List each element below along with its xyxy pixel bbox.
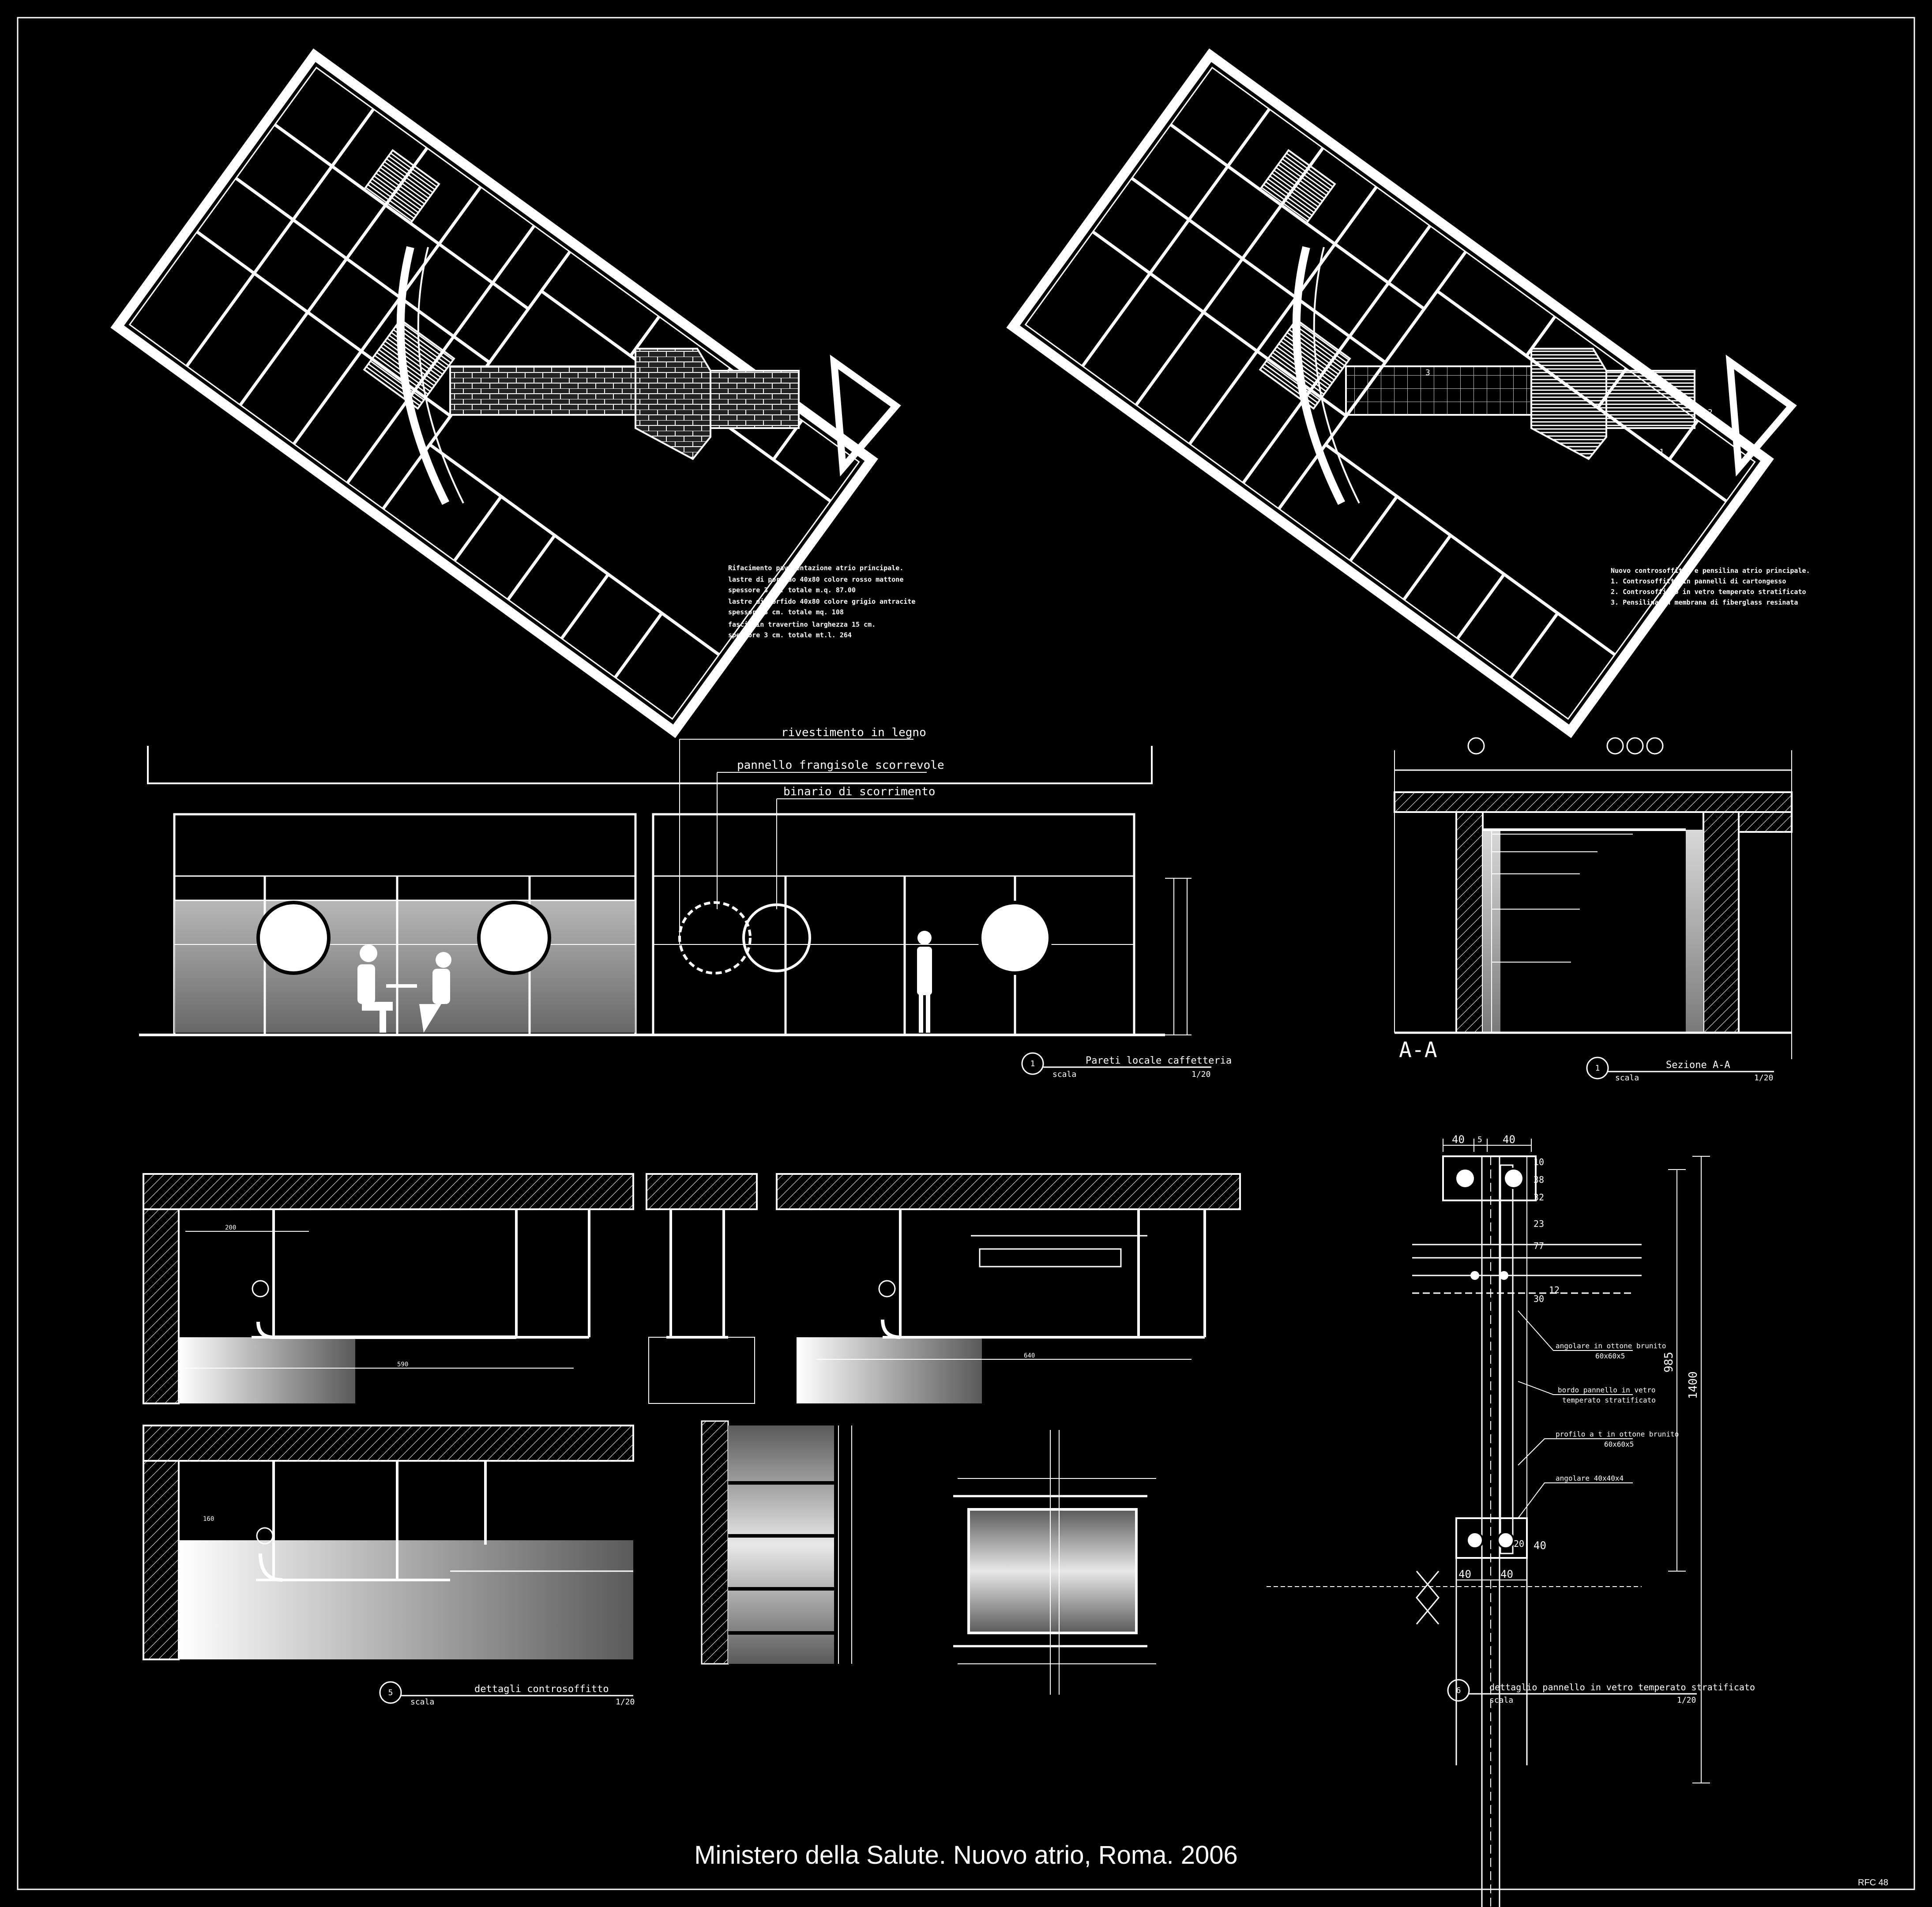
plan-left-note: fascia in travertino larghezza 15 cm.	[728, 621, 876, 628]
plan-right-notes: Nuovo controsoffitto e pensilina atrio p…	[1611, 567, 1810, 606]
plan-left-note: spessore 3 cm. totale mq. 108	[728, 608, 844, 616]
glass-callout: profilo a t in ottone brunito	[1556, 1430, 1679, 1438]
glass-callout: 60x60x5	[1595, 1352, 1625, 1360]
elevation-callout: pannello frangisole scorrevole	[737, 759, 944, 772]
dimension-label: 12	[1549, 1285, 1560, 1295]
plan-marker: 3	[1425, 368, 1430, 377]
dimension-label: 40	[1458, 1568, 1471, 1580]
glass-callout: angolare in ottone brunito	[1556, 1342, 1666, 1350]
sheet-frame	[17, 17, 1915, 1890]
elevation-callout: rivestimento in legno	[781, 726, 926, 739]
dimension-label: 10	[1534, 1157, 1544, 1167]
dimension-label: 40	[1500, 1568, 1513, 1580]
ceiling-details: 200 590 640 160	[143, 1173, 1241, 1695]
elevation-callout: binario di scorrimento	[783, 785, 935, 798]
plan-right-note: 3. Pensilina in membrana di fiberglass r…	[1611, 598, 1798, 606]
glass-callout: temperato stratificato	[1562, 1396, 1656, 1404]
plan-marker: 2	[1708, 408, 1713, 417]
drawing-title: dettaglio pannello in vetro temperato st…	[1489, 1682, 1755, 1693]
elevation-title-block: 1 Pareti locale caffetteria scala 1/20	[1021, 1052, 1232, 1079]
scale-label: scala	[1052, 1070, 1076, 1079]
dimension-label: 38	[1534, 1174, 1544, 1185]
drawing-number: 5	[388, 1688, 393, 1697]
dimension-label: 985	[1662, 1352, 1676, 1373]
floor-plan-right: 3 2 1	[1006, 48, 1797, 738]
plan-left-notes: Rifacimento pavimentazione atrio princip…	[728, 564, 915, 639]
glass-callout: 60x60x5	[1604, 1440, 1634, 1448]
scale-value: 1/20	[1192, 1070, 1210, 1079]
dimension-label: 30	[1534, 1294, 1544, 1304]
glass-callout: angolare 40x40x4	[1556, 1474, 1624, 1482]
scale-label: scala	[1489, 1696, 1513, 1705]
drawing-number: 1	[1030, 1059, 1035, 1068]
dimension-label: 640	[1024, 1352, 1035, 1359]
plan-right-note: 2. Controsoffitto in vetro temperato str…	[1611, 588, 1806, 596]
dimension-label: 77	[1534, 1241, 1544, 1251]
scale-label: scala	[410, 1697, 434, 1707]
section-label: A-A	[1399, 1038, 1437, 1062]
plan-right-note: Nuovo controsoffitto e pensilina atrio p…	[1611, 567, 1810, 575]
dimension-label: 32	[1534, 1192, 1544, 1203]
dimension-label: 40	[1452, 1133, 1465, 1146]
side-dimensions: 10 38 32 23 77 30 12 20 40	[1514, 1157, 1560, 1552]
dimension-label: 590	[397, 1361, 408, 1368]
scale-value: 1/20	[616, 1697, 635, 1707]
scale-label: scala	[1615, 1073, 1639, 1083]
dimension-label: 23	[1534, 1219, 1544, 1229]
ceiling-title-block: 5 dettagli controsoffitto scala 1/20	[379, 1681, 635, 1707]
drawing-title: Sezione A-A	[1666, 1060, 1730, 1071]
plan-left-note: lastre di porfido 40x80 colore grigio an…	[728, 598, 915, 606]
scale-value: 1/20	[1754, 1073, 1773, 1083]
glass-title-block: 6 dettaglio pannello in vetro temperato …	[1447, 1679, 1755, 1705]
dimension-label: 160	[203, 1516, 214, 1523]
dimension-label: 40	[1534, 1539, 1546, 1552]
plan-right-note: 1. Controsoffitto in pannelli di cartong…	[1611, 577, 1786, 585]
glass-panel-detail: 40 5 40 40 40 10 38 32 23 77 30 12 20 40…	[1267, 1133, 1710, 1907]
dimension-label: 40	[1503, 1133, 1515, 1146]
sheet-code: RFC 48	[1858, 1878, 1888, 1888]
section-title-block: 1 Sezione A-A scala 1/20	[1586, 1057, 1774, 1083]
sheet-title: Ministero della Salute. Nuovo atrio, Rom…	[694, 1841, 1238, 1869]
scale-value: 1/20	[1677, 1696, 1696, 1705]
dimension-label: 20	[1514, 1538, 1524, 1549]
elevation-cafeteria: rivestimento in legno pannello frangisol…	[139, 726, 1192, 1036]
plan-left-note: lastre di porfido 40x80 colore rosso mat…	[728, 575, 903, 583]
drawing-number: 1	[1595, 1064, 1600, 1073]
drawing-title: dettagli controsoffitto	[474, 1684, 609, 1695]
plan-left-note: Rifacimento pavimentazione atrio princip…	[728, 564, 903, 572]
plan-left-note: spessore 3 cm. totale mt.l. 264	[728, 631, 852, 639]
drawing-number: 6	[1456, 1686, 1461, 1695]
section-a-a: A-A	[1394, 737, 1793, 1062]
dimension-label: 1400	[1687, 1371, 1700, 1399]
glass-callout: bordo pannello in vetro	[1558, 1386, 1656, 1394]
floor-plan-left	[110, 48, 901, 738]
dimension-label: 200	[225, 1224, 236, 1231]
dimension-label: 5	[1477, 1135, 1482, 1144]
plan-marker: 1	[1659, 448, 1664, 457]
drawing-title: Pareti locale caffetteria	[1086, 1055, 1232, 1066]
plan-left-note: spessore 3 cm. totale m.q. 87.00	[728, 586, 856, 594]
